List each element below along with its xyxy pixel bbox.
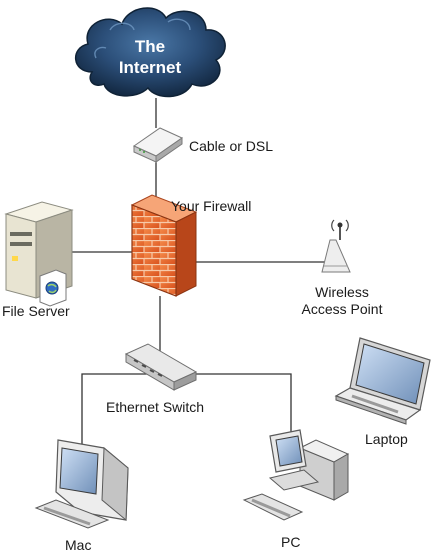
firewall-label: Your Firewall <box>171 198 252 214</box>
laptop-icon <box>334 337 431 425</box>
mac-label: Mac <box>65 537 92 553</box>
wireless-label-line2: Access Point <box>301 301 383 317</box>
ethernet-switch-icon <box>124 343 198 391</box>
pc-computer-icon <box>242 429 350 521</box>
wireless-label: Wireless Access Point <box>286 284 398 318</box>
modem-icon <box>132 127 184 163</box>
internet-label: The Internet <box>110 36 190 78</box>
line-switch-pc <box>180 373 292 436</box>
line-switch-mac <box>81 373 150 445</box>
wireless-access-point-icon <box>321 219 351 273</box>
laptop-label: Laptop <box>365 431 408 447</box>
internet-label-line1: The <box>134 37 166 56</box>
file-server-icon <box>4 201 74 307</box>
firewall-icon <box>130 194 198 297</box>
switch-label: Ethernet Switch <box>106 399 205 415</box>
mac-computer-icon <box>34 439 129 529</box>
pc-label: PC <box>281 534 301 550</box>
internet-label-line2: Internet <box>118 58 182 77</box>
wireless-label-line1: Wireless <box>315 284 369 300</box>
modem-label: Cable or DSL <box>189 138 274 154</box>
internet-cloud <box>75 7 226 98</box>
connection-lines <box>70 98 336 445</box>
file-server-label: File Server <box>2 303 70 319</box>
